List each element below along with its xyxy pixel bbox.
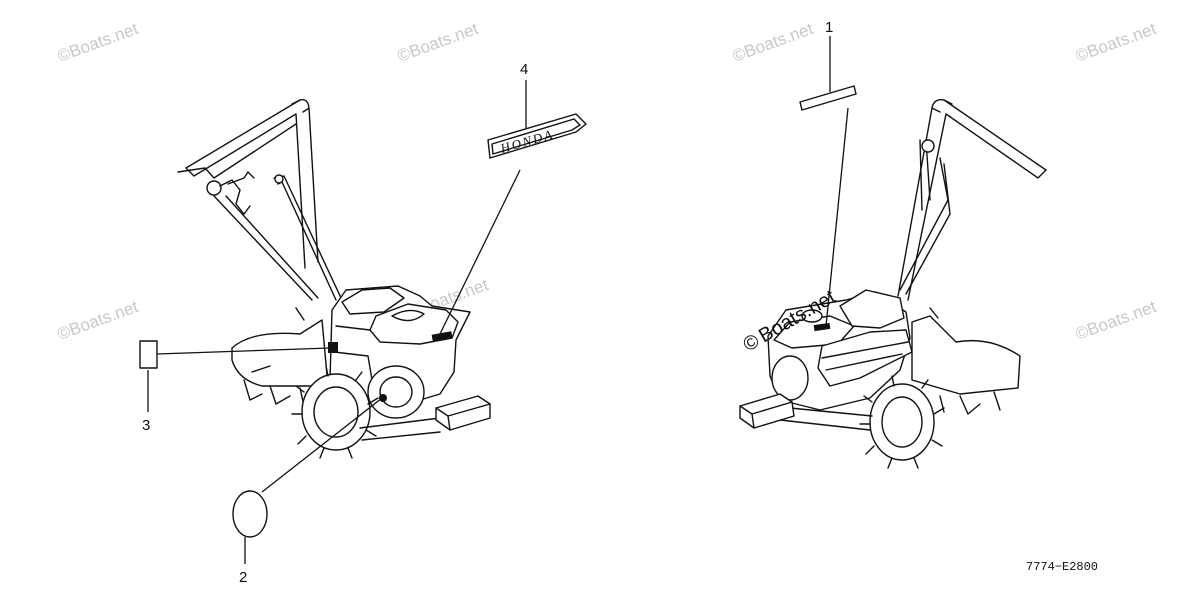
front-weight-right: [739, 393, 795, 429]
tine-shield-right: [911, 315, 1021, 395]
tine-shield-left: [231, 319, 329, 387]
watermark-top-right: ©Boats.net: [1073, 19, 1159, 66]
emblem-placement-left: [431, 331, 453, 342]
watermark-top-center-left: ©Boats.net: [395, 19, 481, 66]
watermark-top-left: ©Boats.net: [55, 19, 141, 66]
watermark-mid-left: ©Boats.net: [55, 297, 141, 344]
part-1-label: [799, 36, 857, 327]
throttle-knob-right: [921, 139, 935, 153]
watermarks: ©Boats.net ©Boats.net ©Boats.net ©Boats.…: [55, 19, 1159, 344]
tiller-left-view: [177, 98, 491, 459]
throttle-knob-left: [206, 180, 222, 196]
callout-1: 1: [825, 19, 833, 36]
callout-4: 4: [520, 61, 528, 78]
watermark-mid-right: ©Boats.net: [1073, 297, 1159, 344]
tiller-right-view: [739, 98, 1047, 469]
watermark-top-center-right: ©Boats.net: [730, 19, 816, 66]
front-weight-left: [435, 395, 491, 431]
label-placement-left: [328, 342, 338, 353]
callout-3: 3: [142, 417, 150, 434]
callout-2: 2: [239, 569, 247, 586]
part-3-label: [139, 340, 331, 412]
part-2-seal: [232, 397, 383, 564]
reference-code: 7774−E2800: [1026, 560, 1098, 574]
handlebar-left: [185, 98, 319, 269]
handlebar-right: [897, 98, 1047, 301]
